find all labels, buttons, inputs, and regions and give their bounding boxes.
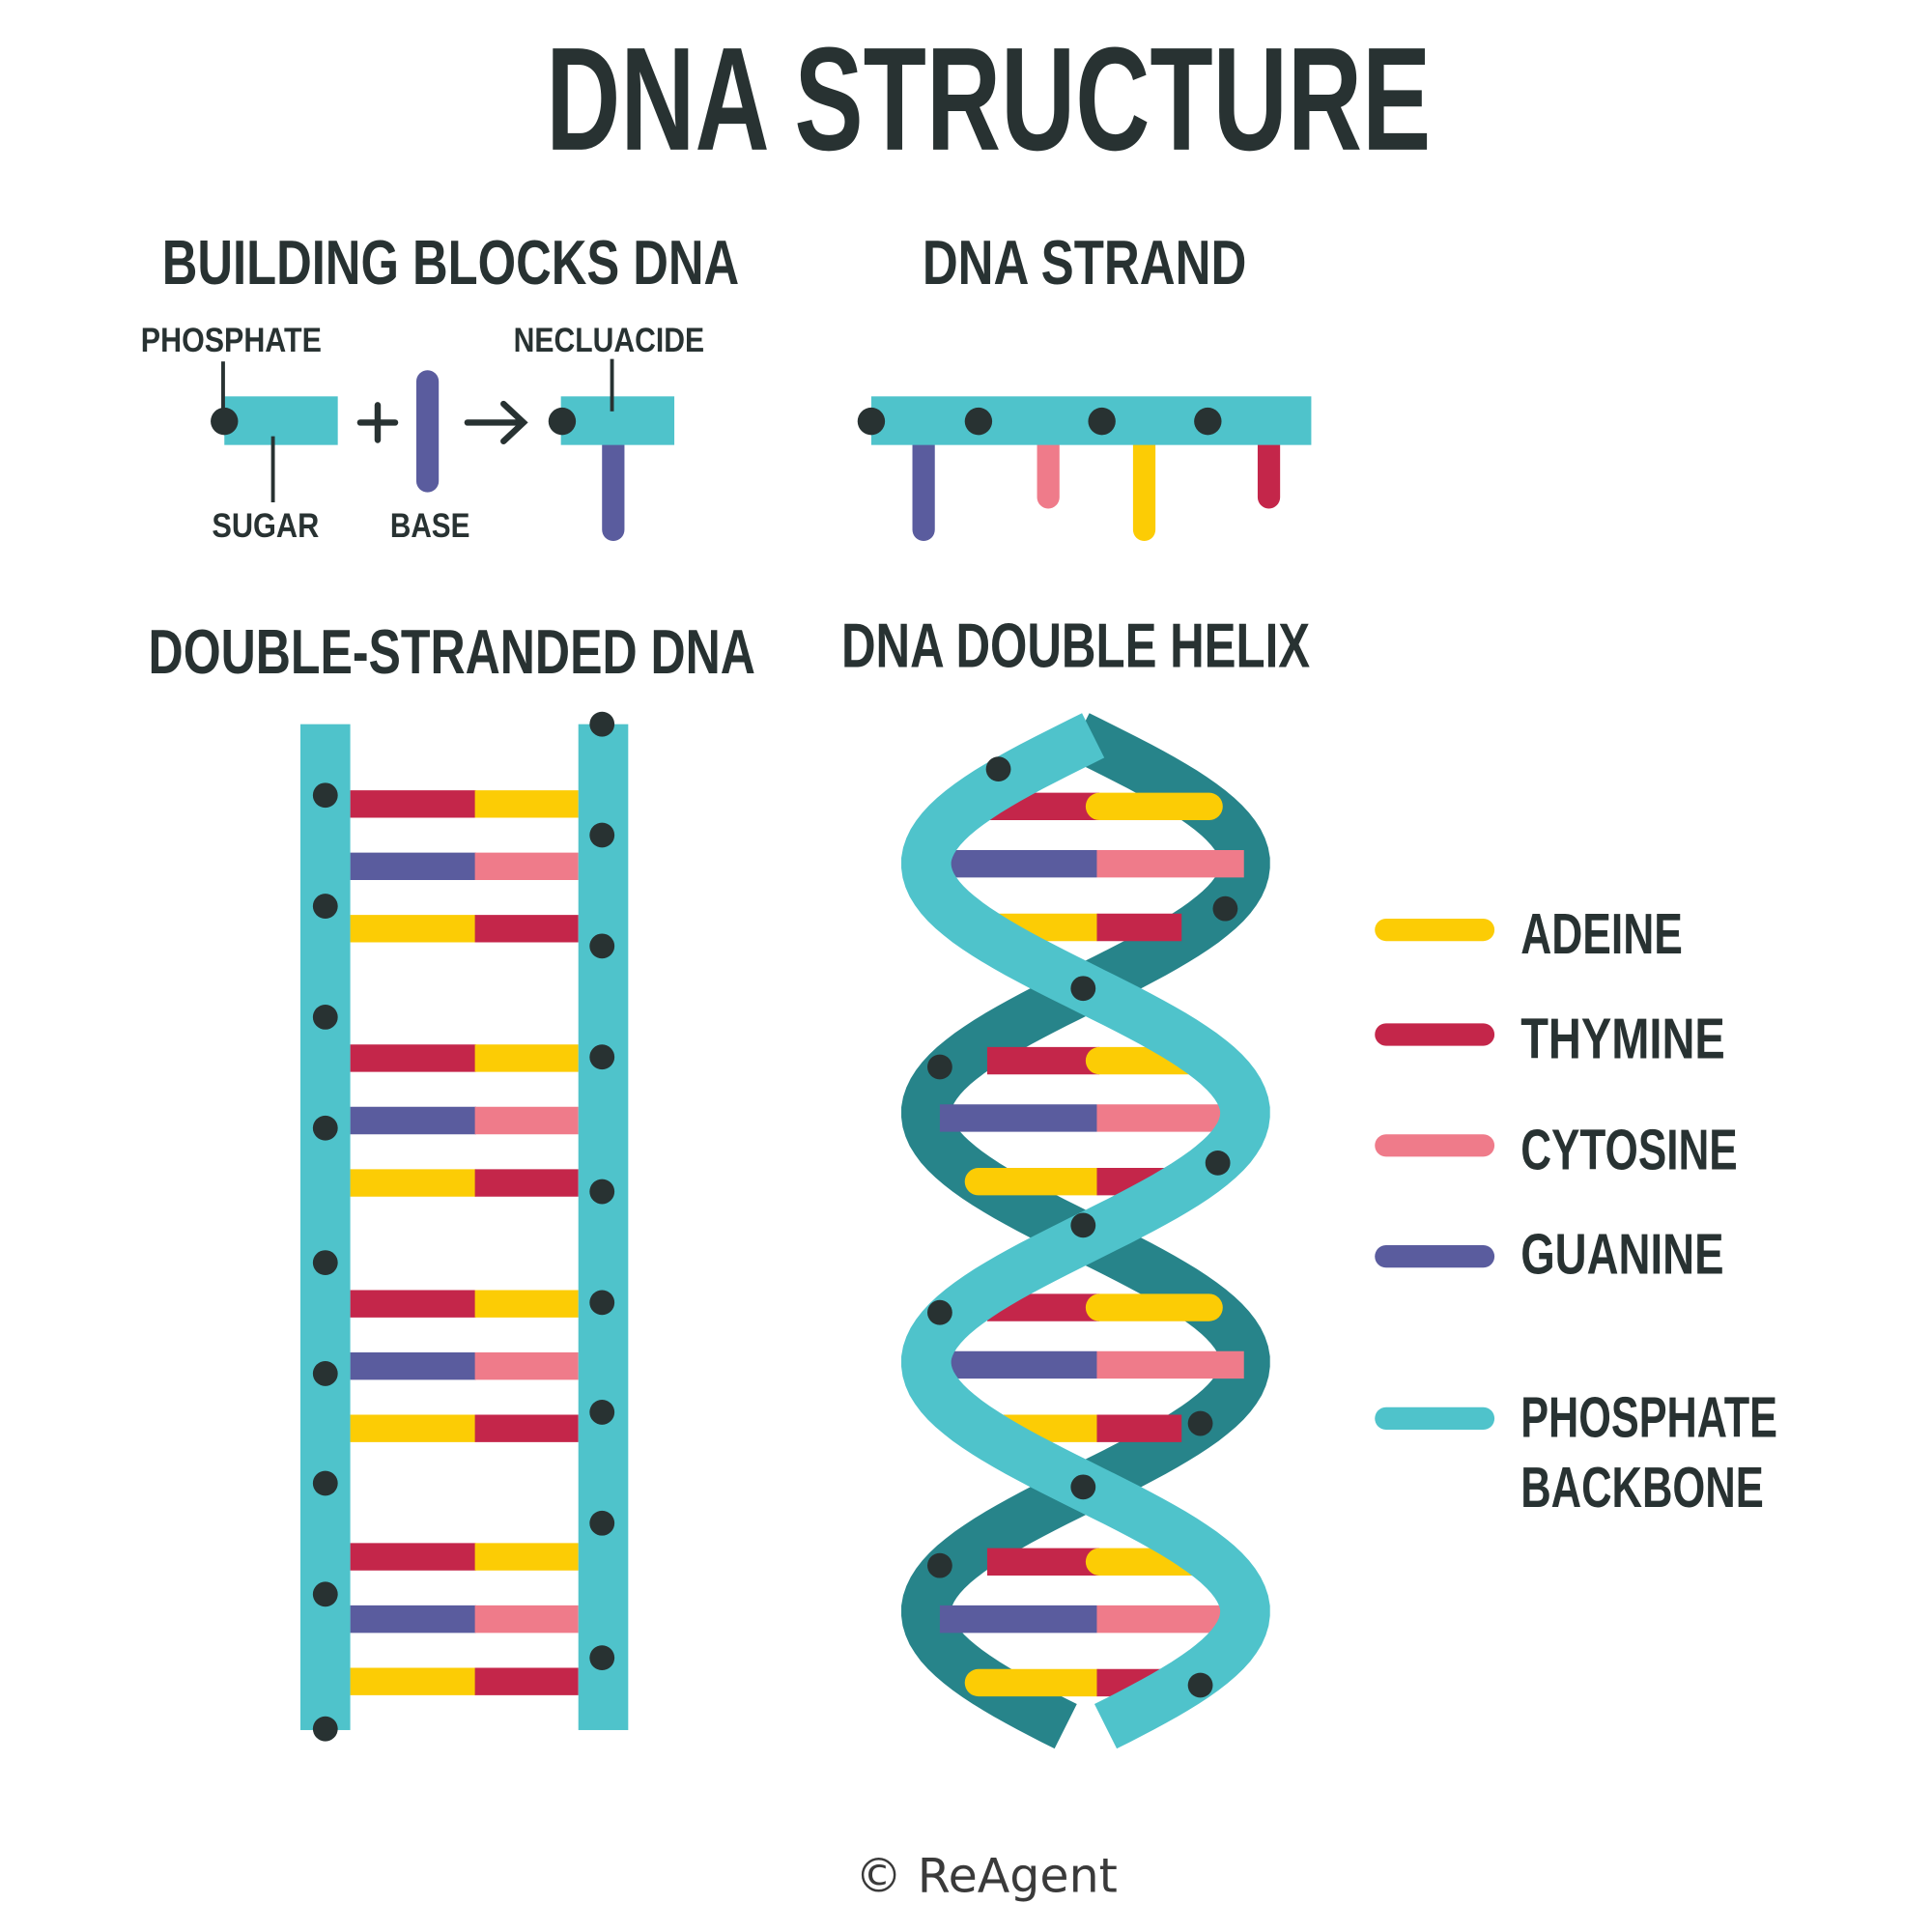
ladder-phosphate-dot [312,1470,338,1496]
ladder-phosphate-dot [589,1400,615,1425]
strand-phosphate-dot [1194,407,1222,436]
strand-phosphate-dot [857,407,886,436]
ladder-phosphate-dot [312,1716,338,1742]
ladder-phosphate-dot [589,1179,615,1205]
helix-phosphate-dot [927,1299,952,1325]
double-helix-diagram [901,713,1270,1749]
ladder-right-backbone [578,724,629,1730]
phosphate-dot [211,407,239,436]
ladder-phosphate-dot [589,711,615,737]
label-phosphate: PHOSPHATE [141,322,322,359]
nucleotide-sugar [560,396,675,445]
helix-phosphate-dot [1187,1410,1213,1436]
ladder-phosphate-dot [589,1044,615,1070]
ladder-phosphate-dot [589,933,615,959]
helix-phosphate-dot [927,1054,952,1080]
helix-phosphate-dot [1205,1150,1231,1176]
helix-phosphate-dot [1212,895,1238,922]
legend-label-cytosine: CYTOSINE [1520,1117,1738,1181]
page-title: DNA STRUCTURE [546,17,1431,182]
strand-phosphate-dot [1088,407,1116,436]
ladder-phosphate-dot [589,1290,615,1316]
ladder-phosphate-dot [312,1005,338,1030]
nucleotide-phosphate [548,407,577,436]
legend-label-thymine: THYMINE [1520,1006,1725,1070]
helix-phosphate-dot [1187,1672,1213,1698]
ladder-phosphate-dot [589,1510,615,1536]
legend-label-backbone: BACKBONE [1520,1455,1764,1520]
label-base: BASE [390,507,470,545]
legend: ADEINE THYMINE CYTOSINE GUANINE PHOSPHAT… [1375,901,1777,1520]
legend-label-phosphate: PHOSPHATE [1520,1385,1777,1450]
ladder-phosphate-dot [312,1250,338,1275]
double-stranded-dna-diagram [299,711,629,1742]
section-title-double-stranded: DOUBLE-STRANDED DNA [149,617,755,687]
ladder-phosphate-dot [312,1361,338,1386]
ladder-phosphate-dot [312,782,338,809]
building-blocks-diagram: PHOSPHATE NECLUACIDE SUGAR BASE [141,322,704,545]
label-nucleotide: NECLUACIDE [514,322,704,359]
section-title-strand: DNA STRAND [923,228,1246,298]
dna-strand-diagram [857,396,1312,541]
ladder-left-backbone [299,724,351,1730]
arrow-right-icon [464,400,528,444]
ladder-phosphate-dot [589,822,615,848]
helix-phosphate-dot [985,756,1011,782]
label-sugar: SUGAR [212,507,319,545]
ladder-phosphate-dot [312,894,338,919]
strand-phosphate-dot [964,407,993,436]
plus-icon [356,402,399,443]
ladder-phosphate-dot [312,1581,338,1607]
legend-label-guanine: GUANINE [1520,1222,1723,1287]
helix-phosphate-dot [1070,976,1096,1002]
legend-label-adenine: ADEINE [1520,901,1683,966]
helix-phosphate-dot [1070,1212,1096,1238]
ladder-phosphate-dot [312,1115,338,1141]
copyright: © ReAgent [855,1848,1118,1904]
ladder-phosphate-dot [589,1645,615,1671]
sugar-block [224,396,338,445]
helix-phosphate-dot [927,1552,952,1578]
section-title-double-helix: DNA DOUBLE HELIX [841,611,1310,680]
helix-front-strand [901,713,1270,1749]
helix-phosphate-dot [1070,1474,1096,1500]
section-title-building-blocks: BUILDING BLOCKS DNA [162,228,739,298]
